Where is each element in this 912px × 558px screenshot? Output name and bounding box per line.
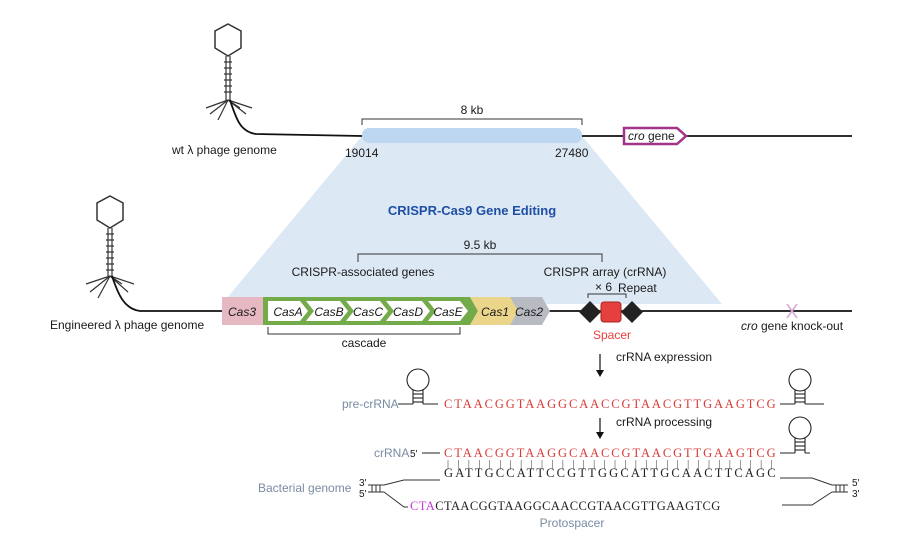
gene-casd xyxy=(386,301,430,321)
pam-sequence: CTA xyxy=(410,499,435,513)
repeat-count-bracket xyxy=(587,293,627,298)
crrna-label: crRNA xyxy=(374,446,409,460)
gene-label-casb: CasB xyxy=(314,305,343,319)
cascade-bracket xyxy=(267,327,461,335)
cro-gene-box xyxy=(622,126,688,146)
right-three-prime: 3' xyxy=(852,489,860,500)
knockout-x-icon xyxy=(786,303,798,319)
right-five-prime: 5' xyxy=(852,478,860,489)
assoc-genes-label: CRISPR-associated genes xyxy=(292,265,435,279)
repeat-right-diamond xyxy=(621,301,643,323)
hairpin-right-icon-2 xyxy=(780,416,812,454)
gene-cassette xyxy=(222,297,550,325)
gene-label-cas1: Cas1 xyxy=(481,305,509,319)
gene-case xyxy=(428,301,468,321)
spacer-label: Spacer xyxy=(593,328,631,342)
gene-cas3 xyxy=(222,297,263,325)
wt-end-coord: 27480 xyxy=(555,146,589,160)
expression-arrowhead xyxy=(596,370,604,377)
engineered-genome-label: Engineered λ phage genome xyxy=(50,318,204,332)
protospacer-label: Protospacer xyxy=(540,516,605,530)
repeat-left-diamond xyxy=(579,301,601,323)
engineered-region-bracket xyxy=(357,253,603,262)
gene-label-casd: CasD xyxy=(393,305,423,319)
engineered-phage-icon xyxy=(85,195,135,299)
wt-genome-label: wt λ phage genome xyxy=(171,143,277,157)
knockout-label: cro gene knock-out xyxy=(741,319,844,333)
gene-casa xyxy=(268,301,308,321)
hairpin-left-icon xyxy=(398,368,438,405)
gene-casc xyxy=(346,301,388,321)
repeat-label: Repeat xyxy=(618,281,657,295)
diagram-title: CRISPR-Cas9 Gene Editing xyxy=(388,203,556,218)
gene-casb xyxy=(306,301,348,321)
wt-region-bracket xyxy=(361,118,583,125)
left-five-prime: 5' xyxy=(359,489,367,500)
protospacer-sequence: CTAACGGTAAGGCAACCGTAACGTTGAAGTCG xyxy=(435,499,721,513)
projection-trapezoid xyxy=(222,136,722,304)
gene-label-casc: CasC xyxy=(353,305,383,319)
left-dna-fork xyxy=(368,479,440,508)
bacterial-top-strand: GATTGCCATTCCGTTGGCATTGCAACTTCAGC xyxy=(444,466,776,480)
gene-label-cas3: Cas3 xyxy=(228,305,256,319)
gene-label-cas2: Cas2 xyxy=(515,305,543,319)
right-dna-fork xyxy=(780,477,848,506)
left-three-prime: 3' xyxy=(359,478,367,489)
gene-cas2 xyxy=(510,297,550,325)
engineered-region-size: 9.5 kb xyxy=(464,238,497,252)
wt-region-bar xyxy=(362,128,582,143)
processing-arrowhead xyxy=(596,432,604,439)
gene-label-case: CasE xyxy=(433,305,463,319)
cascade-label: cascade xyxy=(342,336,387,350)
wt-region-size: 8 kb xyxy=(461,103,484,117)
bacterial-bottom-strand: CTACTAACGGTAAGGCAACCGTAACGTTGAAGTCG xyxy=(410,499,721,513)
pre-crrna-label: pre-crRNA xyxy=(342,397,399,411)
processing-label: crRNA processing xyxy=(616,415,712,429)
hairpin-right-icon-1 xyxy=(780,368,824,405)
wt-phage-icon xyxy=(205,23,253,121)
crrna-sequence: CTAACGGTAAGGCAACCGTAACGTTGAAGTCG xyxy=(444,446,776,460)
cro-gene-label: cro gene xyxy=(628,129,675,143)
gene-cas1 xyxy=(470,297,518,325)
bacterial-genome-label: Bacterial genome xyxy=(258,481,352,495)
expression-label: crRNA expression xyxy=(616,350,712,364)
repeat-count: × 6 xyxy=(595,280,612,294)
spacer-box xyxy=(600,301,622,323)
gene-label-casa: CasA xyxy=(273,305,302,319)
pre-crrna-sequence: CTAACGGTAAGGCAACCGTAACGTTGAAGTCG xyxy=(444,397,776,411)
crrna-five-prime: 5' xyxy=(410,449,418,460)
crispr-array-label: CRISPR array (crRNA) xyxy=(544,265,667,279)
wt-start-coord: 19014 xyxy=(345,146,379,160)
